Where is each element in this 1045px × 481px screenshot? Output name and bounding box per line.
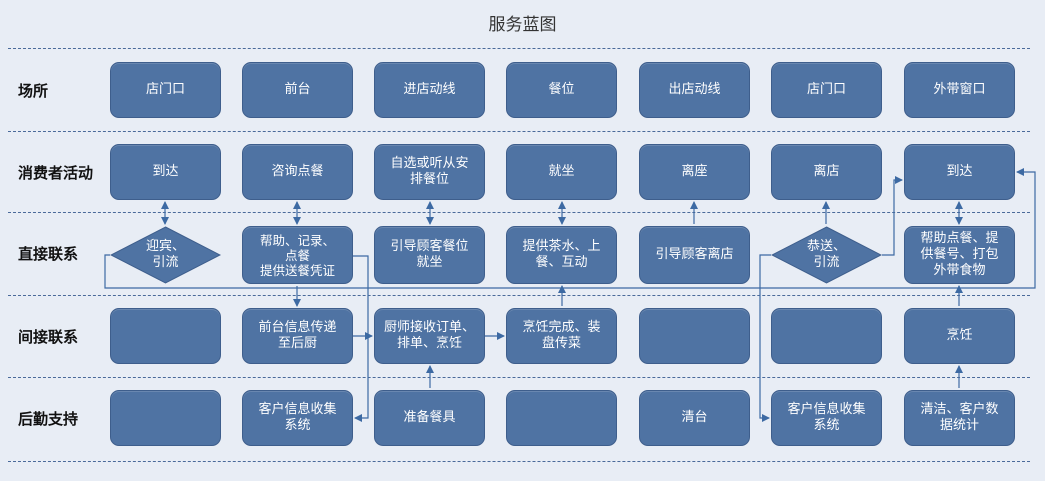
- node-indirect-4: 烹饪完成、装 盘传菜: [506, 308, 617, 364]
- node-indirect-3: 厨师接收订单、 排单、烹饪: [374, 308, 485, 364]
- connector-arrow: [353, 255, 369, 422]
- separator-line: [8, 48, 1030, 49]
- separator-line: [8, 212, 1030, 213]
- node-support-5: 清台: [639, 390, 750, 446]
- connector-arrow: [759, 254, 771, 422]
- node-support-6: 客户信息收集 系统: [771, 390, 882, 446]
- node-place-1: 店门口: [110, 62, 221, 118]
- node-place-4: 餐位: [506, 62, 617, 118]
- node-direct-1-label: 迎宾、 引流: [145, 239, 185, 270]
- node-support-1: [110, 390, 221, 446]
- node-direct-1: 迎宾、 引流: [110, 226, 221, 284]
- node-customer-6: 离店: [771, 144, 882, 200]
- node-place-5: 出店动线: [639, 62, 750, 118]
- row-label-support: 后勤支持: [18, 410, 79, 428]
- node-support-4: [506, 390, 617, 446]
- node-indirect-6: [771, 308, 882, 364]
- row-label-customer-activity: 消费者活动: [18, 164, 94, 182]
- node-direct-3: 引导顾客餐位 就坐: [374, 226, 485, 284]
- node-customer-1: 到达: [110, 144, 221, 200]
- node-indirect-5: [639, 308, 750, 364]
- node-direct-5: 引导顾客离店: [639, 226, 750, 284]
- node-direct-2: 帮助、记录、 点餐 提供送餐凭证: [242, 226, 353, 284]
- node-customer-7: 到达: [904, 144, 1015, 200]
- node-customer-2: 咨询点餐: [242, 144, 353, 200]
- row-label-place: 场所: [18, 82, 49, 100]
- node-direct-6: 恭送、 引流: [771, 226, 882, 284]
- node-indirect-1: [110, 308, 221, 364]
- node-support-2: 客户信息收集 系统: [242, 390, 353, 446]
- node-place-6: 店门口: [771, 62, 882, 118]
- connector-arrow: [882, 176, 903, 256]
- node-indirect-7: 烹饪: [904, 308, 1015, 364]
- node-customer-5: 离座: [639, 144, 750, 200]
- node-customer-4: 就坐: [506, 144, 617, 200]
- node-direct-7: 帮助点餐、提 供餐号、打包 外带食物: [904, 226, 1015, 284]
- separator-line: [8, 377, 1030, 378]
- node-customer-3: 自选或听从安 排餐位: [374, 144, 485, 200]
- separator-line: [8, 461, 1030, 462]
- node-indirect-2: 前台信息传递 至后厨: [242, 308, 353, 364]
- separator-line: [8, 295, 1030, 296]
- node-direct-4: 提供茶水、上 餐、互动: [506, 226, 617, 284]
- node-support-7: 清洁、客户数 据统计: [904, 390, 1015, 446]
- node-direct-6-label: 恭送、 引流: [806, 239, 846, 270]
- node-place-3: 进店动线: [374, 62, 485, 118]
- separator-line: [8, 131, 1030, 132]
- diagram-title: 服务蓝图: [488, 15, 557, 35]
- node-support-3: 准备餐具: [374, 390, 485, 446]
- node-place-7: 外带窗口: [904, 62, 1015, 118]
- row-label-indirect-contact: 间接联系: [18, 328, 79, 346]
- row-label-direct-contact: 直接联系: [18, 245, 79, 263]
- node-place-2: 前台: [242, 62, 353, 118]
